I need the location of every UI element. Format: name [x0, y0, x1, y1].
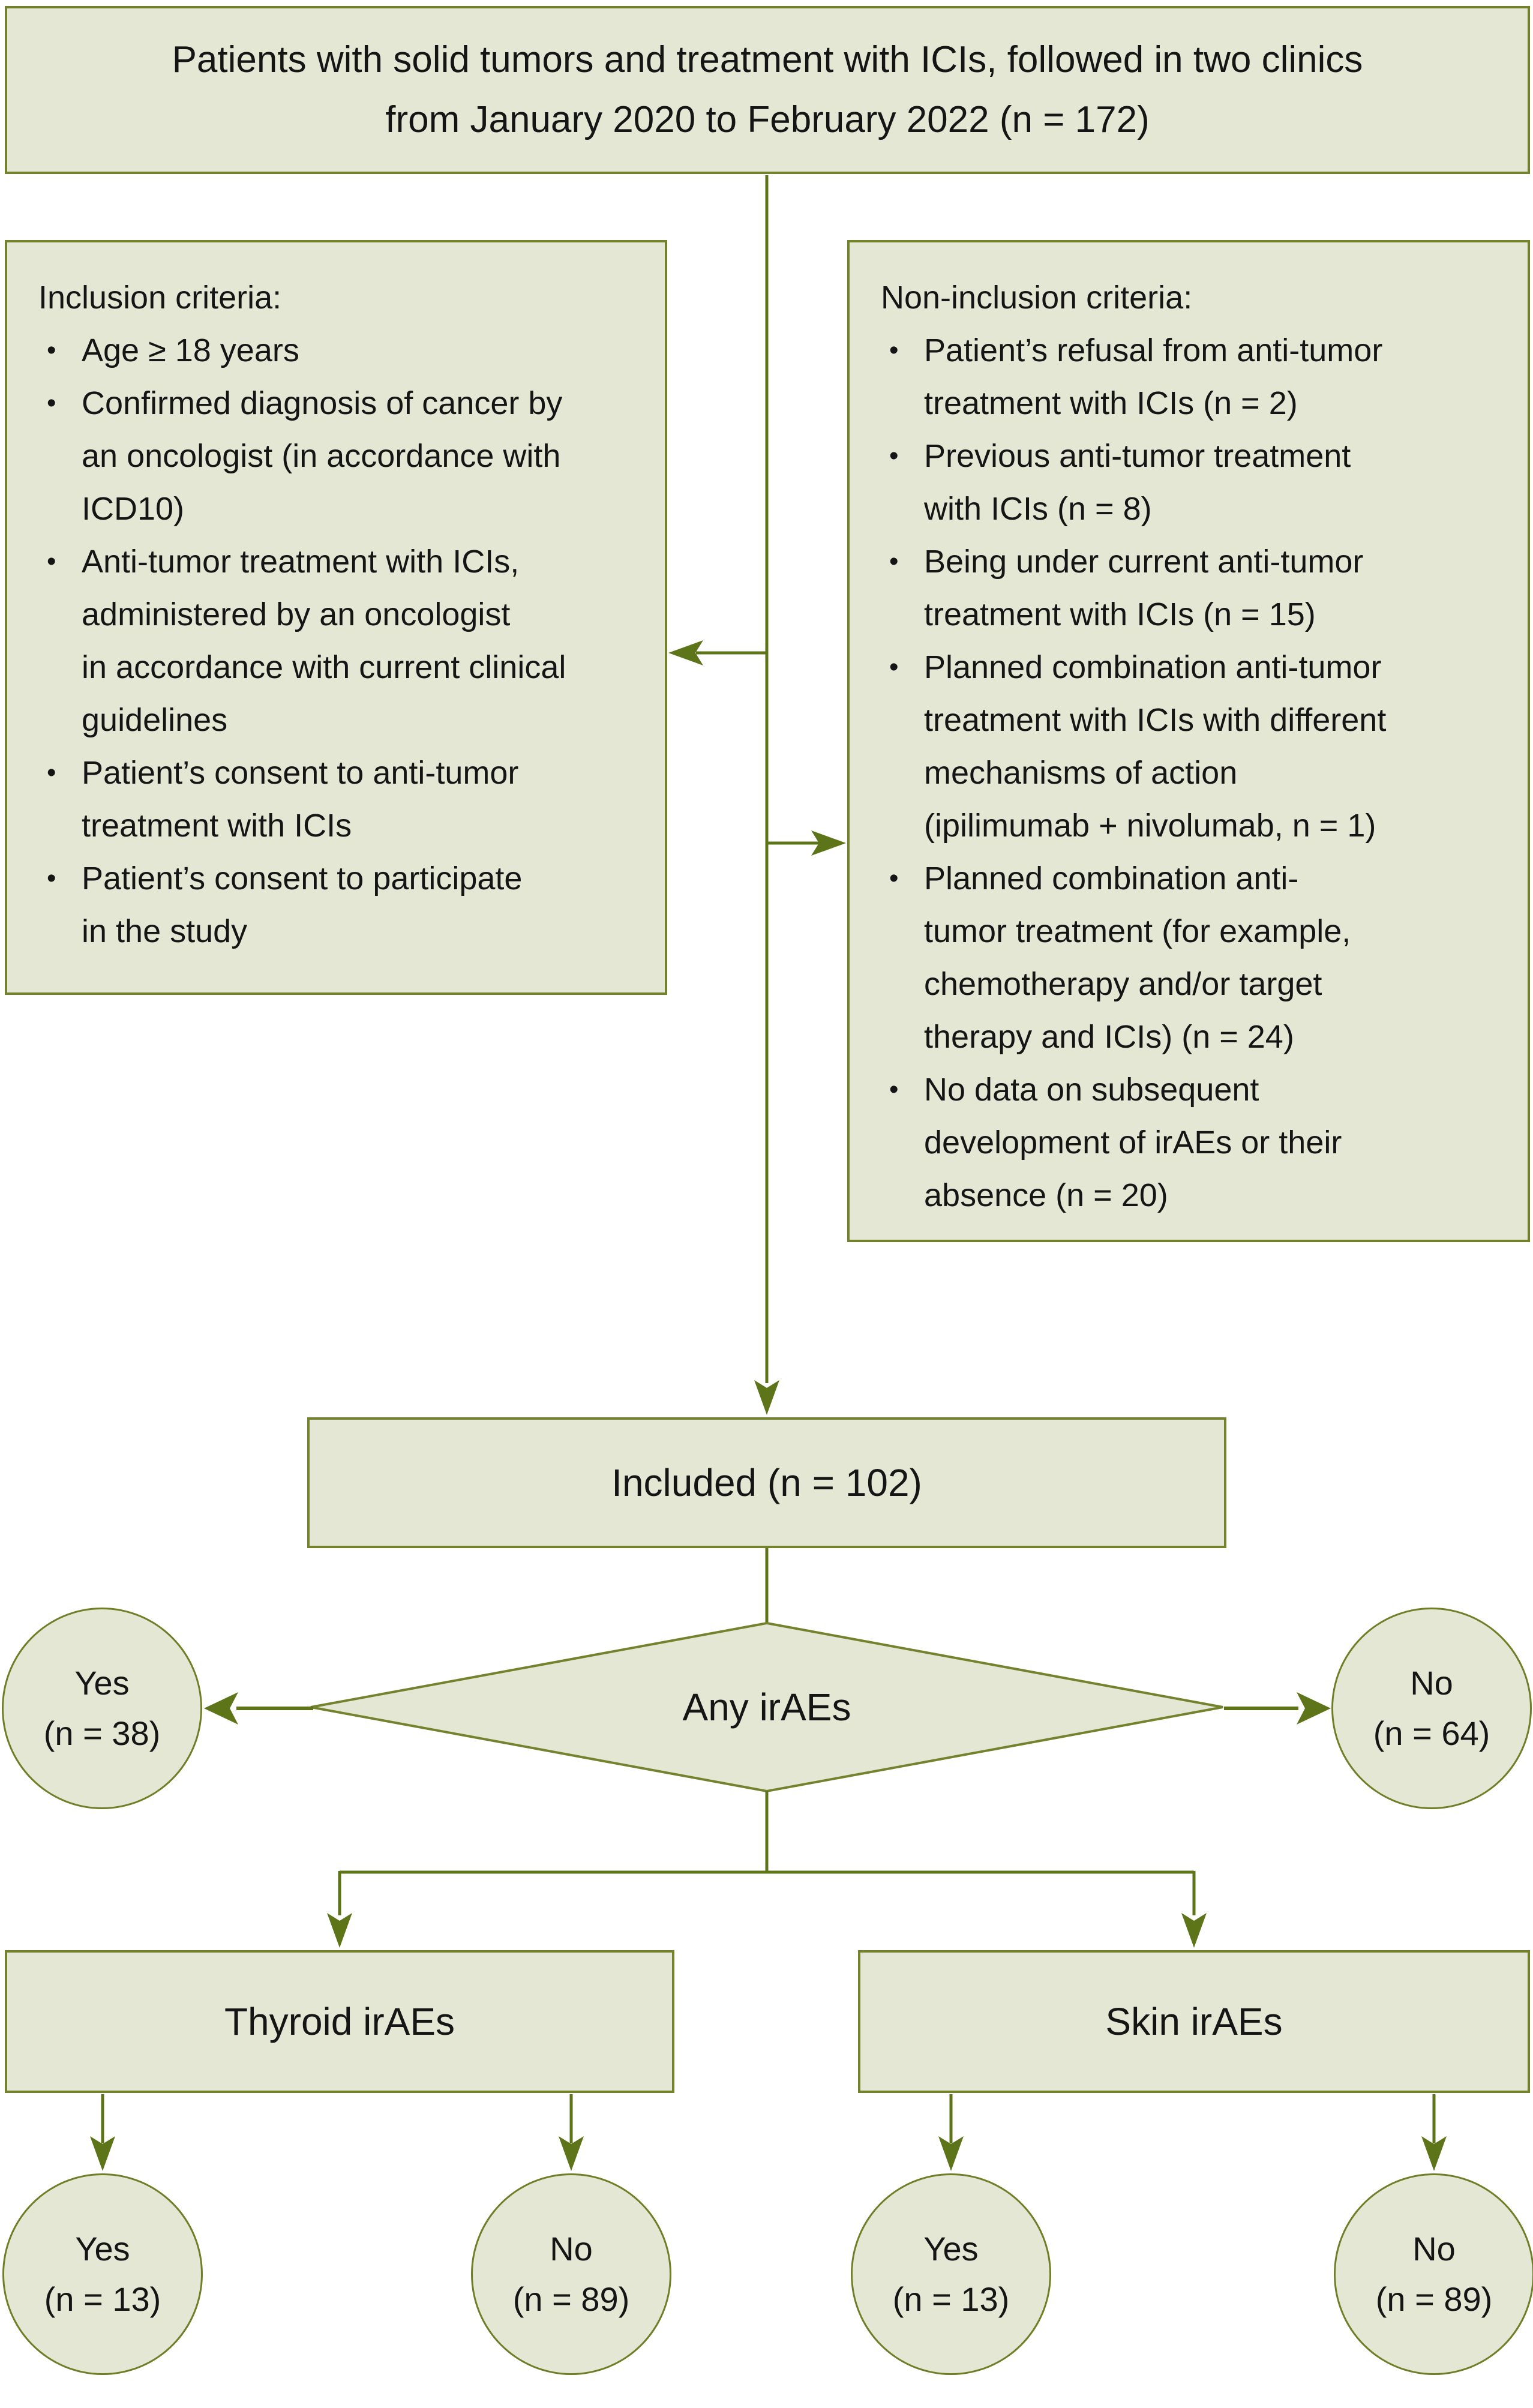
inclusion-criteria-box: Inclusion criteria: Age ≥ 18 years Confi…	[5, 240, 667, 995]
skin-yes-circle: Yes (n = 13)	[851, 2173, 1051, 2375]
skin-no-circle: No (n = 89)	[1334, 2173, 1533, 2375]
any-iraes-label: Any irAEs	[682, 1686, 851, 1729]
list-item: Patient’s consent to participate in the …	[38, 852, 650, 958]
included-box: Included (n = 102)	[307, 1417, 1226, 1548]
any-iraes-no-circle: No (n = 64)	[1331, 1608, 1532, 1809]
arrowhead-thyroid-no-icon	[559, 2136, 584, 2171]
list-item: Anti-tumor treatment with ICIs, administ…	[38, 535, 650, 746]
list-item: Planned combination anti- tumor treatmen…	[881, 852, 1513, 1063]
thyroid-iraes-box: Thyroid irAEs	[5, 1950, 674, 2093]
list-item: Patient’s consent to anti-tumor treatmen…	[38, 746, 650, 852]
arrowhead-skin-no-icon	[1421, 2136, 1447, 2171]
arrowhead-any-no-icon	[1297, 1692, 1331, 1725]
arrowhead-thyroid-box-icon	[327, 1913, 352, 1948]
inclusion-criteria-list: Age ≥ 18 years Confirmed diagnosis of ca…	[38, 324, 650, 958]
list-item: Confirmed diagnosis of cancer by an onco…	[38, 377, 650, 535]
arrowhead-inclusion-icon	[668, 640, 703, 665]
thyroid-no-circle: No (n = 89)	[471, 2173, 671, 2375]
arrowhead-skin-box-icon	[1181, 1913, 1207, 1948]
thyroid-yes-circle: Yes (n = 13)	[2, 2173, 203, 2375]
list-item: Previous anti-tumor treatment with ICIs …	[881, 430, 1513, 535]
source-population-text: Patients with solid tumors and treatment…	[172, 38, 1363, 140]
arrowhead-included-icon	[754, 1380, 779, 1415]
list-item: Patient’s refusal from anti-tumor treatm…	[881, 324, 1513, 430]
non-inclusion-criteria-title: Non-inclusion criteria:	[881, 280, 1193, 316]
non-inclusion-criteria-list: Patient’s refusal from anti-tumor treatm…	[881, 324, 1513, 1222]
list-item: Being under current anti-tumor treatment…	[881, 535, 1513, 641]
arrowhead-any-yes-icon	[204, 1692, 238, 1725]
source-population-box: Patients with solid tumors and treatment…	[5, 6, 1530, 174]
skin-iraes-box: Skin irAEs	[858, 1950, 1530, 2093]
included-label: Included (n = 102)	[611, 1461, 922, 1504]
inclusion-criteria-title: Inclusion criteria:	[38, 280, 282, 316]
arrowhead-skin-yes-icon	[938, 2136, 964, 2171]
thyroid-iraes-label: Thyroid irAEs	[224, 2000, 455, 2043]
any-iraes-yes-circle: Yes (n = 38)	[2, 1608, 202, 1809]
skin-iraes-label: Skin irAEs	[1105, 2000, 1283, 2043]
non-inclusion-criteria-box: Non-inclusion criteria: Patient’s refusa…	[847, 240, 1530, 1242]
arrowhead-non-inclusion-icon	[811, 830, 846, 856]
list-item: Age ≥ 18 years	[38, 324, 650, 377]
arrowhead-thyroid-yes-icon	[90, 2136, 115, 2171]
list-item: No data on subsequent development of irA…	[881, 1063, 1513, 1222]
list-item: Planned combination anti-tumor treatment…	[881, 641, 1513, 852]
